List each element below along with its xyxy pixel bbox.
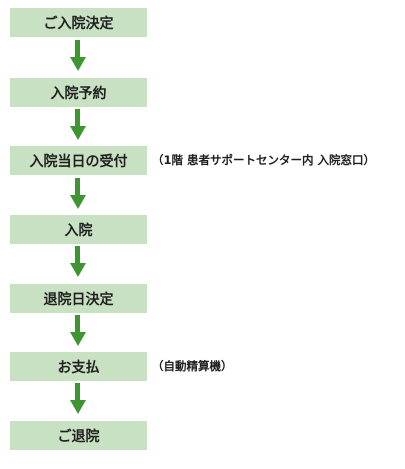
arrow-down-icon [70, 40, 86, 71]
arrow-down-icon [70, 246, 86, 277]
arrow-down-icon [70, 109, 86, 140]
step-admission-reservation: 入院予約 [10, 78, 147, 107]
step-admission-day-reception: 入院当日の受付 [10, 146, 147, 175]
step-discharge: ご退院 [10, 421, 147, 450]
step-payment: お支払 [10, 352, 147, 381]
arrow-down-icon [70, 178, 86, 209]
step-discharge-date-decision: 退院日決定 [10, 284, 147, 313]
step-admission: 入院 [10, 215, 147, 244]
step-note-payment-method: （自動精算機） [152, 359, 233, 373]
arrow-down-icon [70, 383, 86, 414]
step-admission-decision: ご入院決定 [10, 8, 147, 37]
arrow-down-icon [70, 315, 86, 346]
step-note-reception-location: （1階 患者サポートセンター内 入院窓口） [152, 153, 376, 167]
